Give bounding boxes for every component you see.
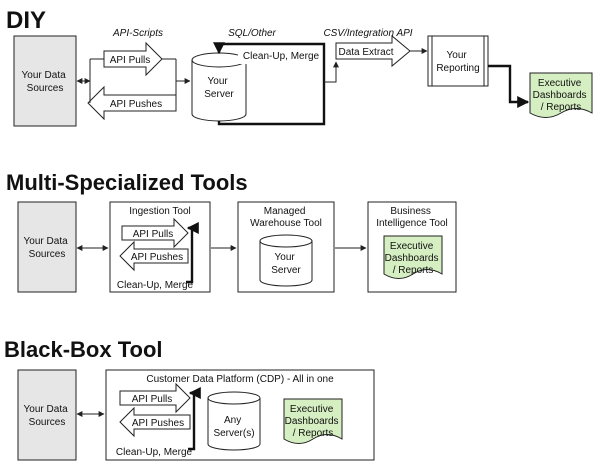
multi-warehouse-label: Managed Warehouse Tool xyxy=(250,206,322,229)
diy-api-pulls-label: API Pulls xyxy=(110,55,151,66)
blackbox-api-pushes-label: API Pushes xyxy=(132,418,184,429)
diy-server-label: Your Server xyxy=(204,76,234,100)
multi-server-cylinder-top xyxy=(259,234,313,248)
diy-csv-api-label: CSV/Integration API xyxy=(323,28,412,39)
diy-data-extract-label: Data Extract xyxy=(338,47,393,58)
multi-ingestion-label: Ingestion Tool xyxy=(129,206,191,217)
multi-api-pulls-label: API Pulls xyxy=(133,229,174,240)
blackbox-cleanup-label: Clean-Up, Merge xyxy=(116,447,193,458)
diy-api-pushes-label: API Pushes xyxy=(110,99,162,110)
blackbox-server-cylinder-body xyxy=(207,398,261,451)
diy-sql-other-label: SQL/Other xyxy=(228,28,276,39)
diy-server-cylinder-top xyxy=(191,52,247,68)
multi-title: Multi-Specialized Tools xyxy=(6,170,248,195)
blackbox-api-pulls-label: API Pulls xyxy=(132,394,173,405)
diy-reporting-label: Your Reporting xyxy=(436,50,479,74)
blackbox-api-pulls-arrow xyxy=(119,382,191,414)
diy-cleanup-loop xyxy=(213,42,326,126)
multi-server-label: Your Server xyxy=(271,252,301,276)
blackbox-api-pushes-arrow xyxy=(119,406,191,438)
blackbox-sources-box xyxy=(17,369,77,461)
multi-sources-box xyxy=(17,201,77,293)
diy-api-scripts-label: API-Scripts xyxy=(112,28,163,39)
diy-cleanup-label: Clean-Up, Merge xyxy=(243,51,320,62)
multi-api-pulls-arrow xyxy=(121,217,189,249)
diy-dashboards-doc xyxy=(529,72,593,118)
multi-cleanup-loop xyxy=(186,222,199,284)
multi-sources-label: Your Data Sources xyxy=(24,236,71,260)
diy-extract-connector xyxy=(324,61,339,83)
diy-reporting-to-dashboards xyxy=(488,64,530,108)
diy-title: DIY xyxy=(6,7,46,34)
blackbox-cleanup-loop xyxy=(188,387,201,451)
diy-cleanup-mask xyxy=(238,48,322,64)
diy-api-pulls-arrow xyxy=(103,41,163,77)
multi-dashboards-doc xyxy=(383,235,443,279)
blackbox-sources-label: Your Data Sources xyxy=(24,404,71,428)
blackbox-cdp-label: Customer Data Platform (CDP) - All in on… xyxy=(146,374,334,385)
multi-server-cylinder-body xyxy=(259,241,313,287)
multi-dashboards-label: Executive Dashboards / Reports xyxy=(385,241,442,276)
diy-dashboards-label: Executive Dashboards / Reports xyxy=(533,78,590,113)
multi-api-pushes-arrow xyxy=(119,240,189,272)
diy-api-pushes-arrow xyxy=(87,85,177,121)
multi-api-pushes-label: API Pushes xyxy=(131,252,183,263)
diy-section: DIY Your Data Sources API-Scripts API Pu… xyxy=(6,7,593,127)
blackbox-server-cylinder-top xyxy=(207,391,261,405)
multi-cleanup-label: Clean-Up, Merge xyxy=(117,280,194,291)
blackbox-dashboards-label: Executive Dashboards / Reports xyxy=(285,404,342,439)
multi-ingestion-box xyxy=(109,201,211,293)
diy-sources-box xyxy=(13,35,77,127)
blackbox-server-label: Any Server(s) xyxy=(213,415,254,439)
blackbox-section: Black-Box Tool Your Data Sources Custome… xyxy=(4,337,375,461)
blackbox-title: Black-Box Tool xyxy=(4,337,163,362)
multi-section: Multi-Specialized Tools Your Data Source… xyxy=(6,170,457,293)
diy-data-extract-arrow xyxy=(335,34,411,68)
diy-right-bracket xyxy=(162,58,190,103)
diy-sources-label: Your Data Sources xyxy=(22,70,69,94)
diy-reporting-box xyxy=(427,35,489,87)
blackbox-dashboards-doc xyxy=(283,398,343,444)
multi-bi-label: Business Intelligence Tool xyxy=(376,206,448,229)
